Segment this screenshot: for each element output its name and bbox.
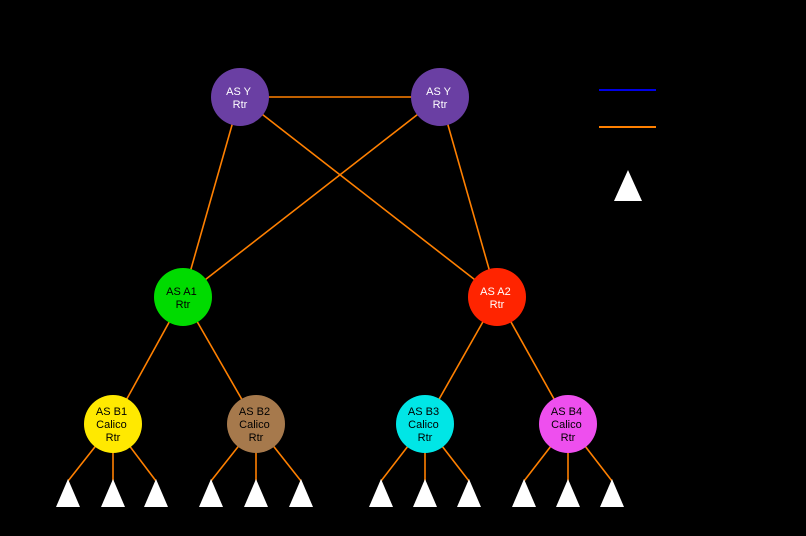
host-triangle	[199, 479, 223, 507]
node-as-b1-calico-rtr: AS B1 Calico Rtr	[84, 395, 142, 453]
node-as-b4-calico-rtr: AS B4 Calico Rtr	[539, 395, 597, 453]
legend	[599, 89, 656, 201]
router-circle	[84, 395, 142, 453]
host-triangle	[144, 479, 168, 507]
router-label: AS B1 Calico Rtr	[96, 406, 130, 444]
router-label: AS A2 Rtr	[480, 286, 514, 311]
router-label: AS B2 Calico Rtr	[239, 406, 273, 444]
router-circle	[154, 268, 212, 326]
host-triangles-group	[56, 479, 624, 507]
router-circle	[227, 395, 285, 453]
node-as-a1-rtr: AS A1 Rtr	[154, 268, 212, 326]
host-triangle	[369, 479, 393, 507]
host-triangle	[289, 479, 313, 507]
router-label: AS B4 Calico Rtr	[551, 406, 585, 444]
router-circle	[468, 268, 526, 326]
router-label: AS Y Rtr	[426, 86, 454, 111]
legend-triangle	[614, 170, 642, 201]
router-circle	[411, 68, 469, 126]
host-triangle	[413, 479, 437, 507]
router-label: AS B3 Calico Rtr	[408, 406, 442, 444]
host-triangle	[101, 479, 125, 507]
host-triangle	[56, 479, 80, 507]
node-as-b2-calico-rtr: AS B2 Calico Rtr	[227, 395, 285, 453]
host-triangle	[457, 479, 481, 507]
router-label: AS A1 Rtr	[166, 286, 200, 311]
node-as-a2-rtr: AS A2 Rtr	[468, 268, 526, 326]
router-circle	[211, 68, 269, 126]
router-label: AS Y Rtr	[226, 86, 254, 111]
node-as-b3-calico-rtr: AS B3 Calico Rtr	[396, 395, 454, 453]
router-circle	[396, 395, 454, 453]
node-as-y-rtr-2: AS Y Rtr	[411, 68, 469, 126]
router-circle	[539, 395, 597, 453]
edges-group	[67, 96, 613, 482]
host-triangle	[512, 479, 536, 507]
host-triangle	[600, 479, 624, 507]
host-triangle	[556, 479, 580, 507]
edge-asy1-asa2	[239, 96, 498, 298]
edge-asy2-asa1	[182, 96, 441, 298]
node-as-y-rtr-1: AS Y Rtr	[211, 68, 269, 126]
edge-asy2-asa2	[439, 96, 498, 298]
host-triangle	[244, 479, 268, 507]
edge-asy1-asa1	[182, 96, 241, 298]
